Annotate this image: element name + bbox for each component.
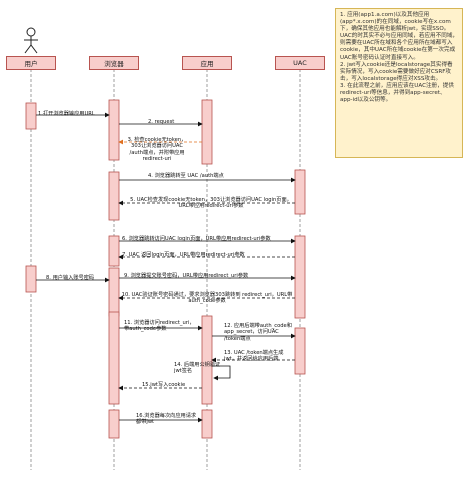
message-11: 11. 浏览器访问redirect_uri，带auth_code参数 — [124, 320, 195, 333]
message-2: 2. request — [148, 119, 175, 125]
message-4: 4. 浏览器跳转至 UAC /auth端点 — [148, 173, 224, 179]
message-10: 10. UAC验证账号密码通过，要求浏览器303跳转到 redirect_uri… — [121, 292, 293, 305]
message-14: 14. 后端用公钥验证jwt签名 — [174, 362, 221, 375]
participant-browser: 浏览器 — [89, 56, 139, 70]
note-box: 1. 应用(app1.a.com)以及其他应用(app*.x.com)的在同域，… — [335, 8, 463, 158]
browser-activation-3 — [108, 235, 120, 267]
message-8: 8. 用户输入账号密码 — [46, 275, 95, 281]
message-1: 1.打开浏览器输应用URL — [38, 111, 95, 117]
message-7: 7. UAC 返回login页面，URL带应用redirect-uri参数 — [122, 252, 245, 258]
user-activation-1 — [25, 102, 37, 130]
user-activation-2 — [25, 265, 37, 293]
message-13: 13. UAC /token端点生成jwt，并返回给应用后端 — [224, 350, 284, 363]
browser-activation-1 — [108, 99, 120, 161]
browser-activation-6 — [108, 409, 120, 439]
message-3: 3. 检查cookie无token，303让浏览器访问UAC /auth端点，并… — [127, 137, 187, 163]
uac-activation-1 — [294, 169, 306, 215]
uac-activation-2 — [294, 235, 306, 319]
browser-activation-2 — [108, 171, 120, 221]
arrow-14-self — [212, 365, 231, 381]
message-12: 12. 应用后端带auth_code和app_secret，访问UAC /tok… — [224, 323, 292, 342]
app-activation-3 — [201, 409, 213, 439]
uac-activation-3 — [294, 327, 306, 375]
message-5: 5. UAC检查发现cookie无token，303让浏览器访问UAC logi… — [130, 197, 292, 210]
app-activation-2 — [201, 315, 213, 405]
app-activation-1 — [201, 99, 213, 165]
message-6: 6. 浏览器跳转访问UAC login页面，URL带应用redirect-uri… — [122, 236, 271, 242]
participant-app: 应用 — [182, 56, 232, 70]
message-16: 16.浏览器每次向应用请求都带jwt — [136, 413, 197, 426]
browser-activation-4 — [108, 267, 120, 317]
participant-uac: UAC — [275, 56, 325, 70]
message-15: 15.jwt写入cookie — [142, 382, 186, 388]
browser-activation-5 — [108, 311, 120, 405]
message-9: 9. 浏览器提交账号密码，URL带应用redirect_uri参数 — [124, 273, 249, 279]
user-actor-figure — [24, 27, 38, 54]
participant-user: 用户 — [6, 56, 56, 70]
